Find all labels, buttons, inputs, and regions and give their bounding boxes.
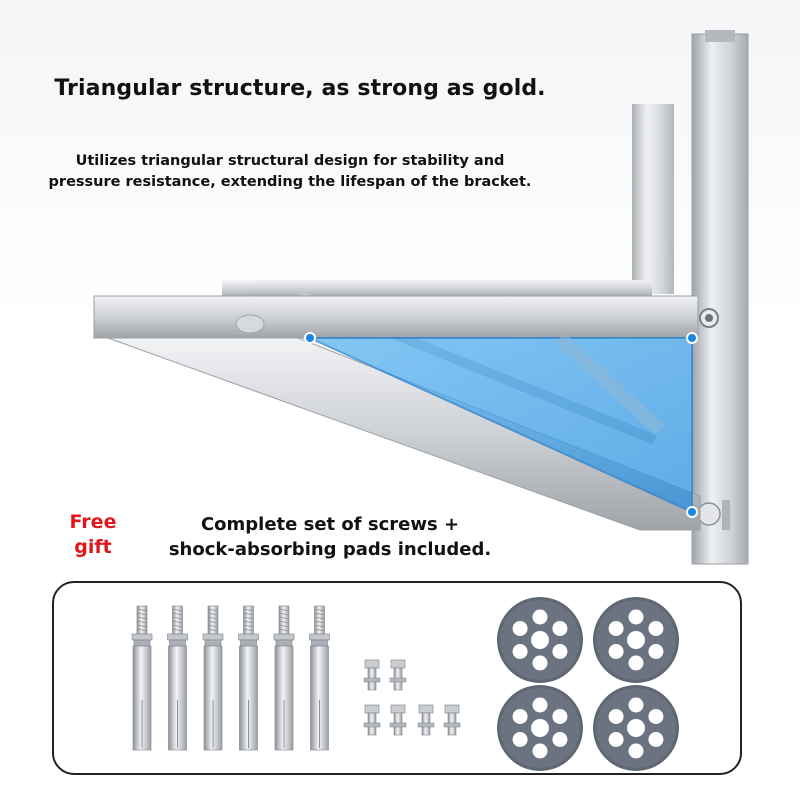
small-screw — [443, 704, 461, 736]
expansion-bolt — [238, 605, 259, 751]
small-screw — [389, 704, 407, 736]
small-screws — [363, 659, 461, 736]
description: Utilizes triangular structural design fo… — [20, 151, 560, 193]
shock-pad — [497, 685, 583, 771]
expansion-bolt — [273, 605, 295, 751]
diagonal-brace — [107, 337, 701, 531]
small-screw — [389, 659, 407, 691]
gift-badge-line: Free — [69, 511, 117, 533]
triangle-highlight — [304, 332, 698, 518]
shock-pad — [497, 597, 583, 683]
expansion-bolt — [167, 605, 188, 751]
shock-pads — [497, 597, 679, 771]
free-gift-badge: Free gift — [58, 510, 128, 560]
expansion-bolts — [131, 605, 330, 751]
expansion-bolt — [131, 605, 153, 751]
gift-badge-line: gift — [74, 536, 112, 558]
headline: Triangular structure, as strong as gold. — [54, 76, 546, 101]
expansion-bolt — [202, 605, 224, 751]
gift-note-line: shock-absorbing pads included. — [168, 539, 492, 560]
small-screw — [363, 704, 381, 736]
horizontal-arm — [93, 295, 699, 339]
expansion-bolt — [309, 605, 330, 751]
front-wall-plate — [691, 30, 749, 565]
description-line: Utilizes triangular structural design fo… — [75, 153, 505, 169]
gift-note: Complete set of screws + shock-absorbing… — [140, 512, 520, 562]
gift-note-line: Complete set of screws + — [200, 514, 460, 535]
small-screw — [417, 704, 435, 736]
description-line: pressure resistance, extending the lifes… — [48, 174, 532, 190]
shock-pad — [593, 597, 679, 683]
small-screw — [363, 659, 381, 691]
shock-pad — [593, 685, 679, 771]
